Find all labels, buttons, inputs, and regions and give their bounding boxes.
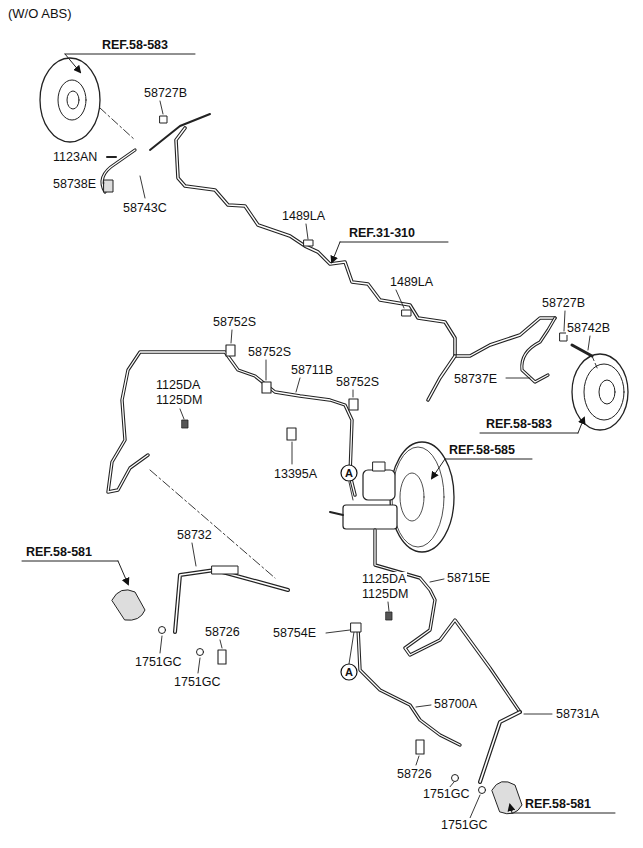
part-number: 58700A — [433, 697, 478, 711]
part-number: 58711B — [290, 363, 334, 377]
part-number: 1489LA — [281, 209, 326, 223]
part-number: 58727B — [541, 296, 586, 310]
diagram-title: (W/O ABS) — [8, 6, 72, 21]
part-number: 58754E — [272, 626, 317, 640]
part-number: 1751GC — [440, 818, 489, 832]
part-number: 58726 — [204, 625, 241, 639]
part-number: 1125DA — [361, 572, 407, 586]
reference-label: REF.31-310 — [348, 226, 416, 240]
part-number: 1125DM — [155, 393, 203, 407]
part-number: 1489LA — [389, 275, 434, 289]
part-number: 58737E — [453, 372, 498, 386]
marker-letter: A — [345, 666, 353, 678]
marker-letter: A — [345, 467, 353, 479]
part-number: 1751GC — [134, 655, 183, 669]
part-number: 1125DM — [361, 587, 409, 601]
part-number: 58732 — [176, 528, 213, 542]
circled-marker: A — [340, 663, 358, 681]
part-number: 13395A — [273, 467, 318, 481]
part-number: 58731A — [555, 707, 600, 721]
part-number: 1751GC — [173, 675, 222, 689]
part-number: 58752S — [247, 345, 292, 359]
reference-label: REF.58-585 — [448, 443, 516, 457]
reference-label: REF.58-583 — [485, 417, 553, 431]
part-number: 58715E — [446, 571, 491, 585]
part-number: 58727B — [143, 86, 188, 100]
part-number: 58742B — [566, 321, 611, 335]
reference-label: REF.58-583 — [101, 38, 169, 52]
part-number: 58752S — [335, 375, 380, 389]
part-number: 58752S — [212, 315, 257, 329]
part-number: 58726 — [396, 767, 433, 781]
reference-label: REF.58-581 — [524, 797, 592, 811]
reference-label: REF.58-581 — [25, 545, 93, 559]
part-number: 1751GC — [422, 787, 471, 801]
part-number: 1123AN — [52, 150, 98, 164]
part-number: 58743C — [122, 201, 168, 215]
part-number: 1125DA — [155, 378, 201, 392]
part-number: 58738E — [52, 177, 97, 191]
circled-marker: A — [340, 464, 358, 482]
